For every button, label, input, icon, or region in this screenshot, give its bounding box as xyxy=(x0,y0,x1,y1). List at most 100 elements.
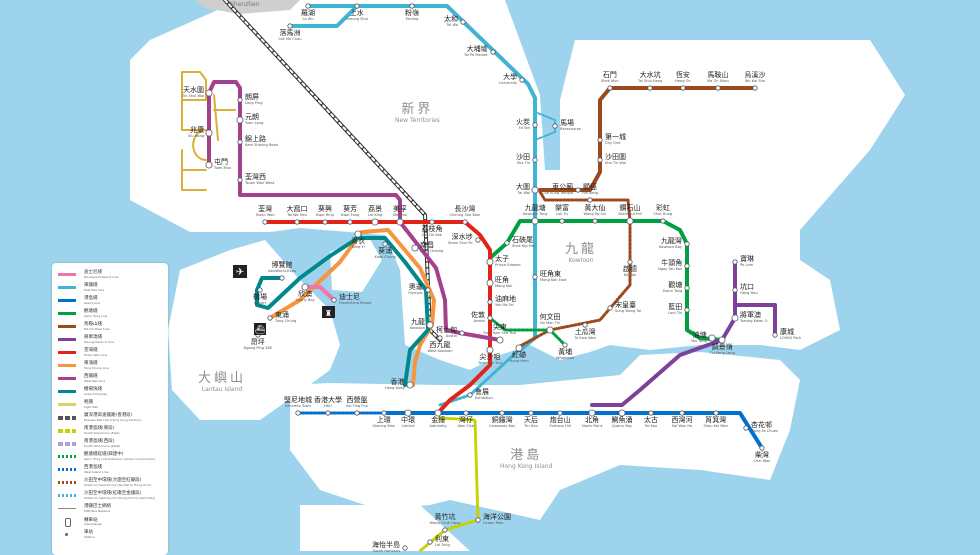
station-marker-fl[interactable] xyxy=(409,3,415,9)
station-marker-stw[interactable] xyxy=(597,157,603,163)
station-marker-mk[interactable] xyxy=(486,279,494,287)
station-marker-fh[interactable] xyxy=(557,410,563,416)
station-marker-ch[interactable] xyxy=(660,218,666,224)
station-marker-tsui[interactable] xyxy=(496,336,504,344)
station-marker-ty[interactable] xyxy=(354,230,362,238)
station-marker-ss[interactable] xyxy=(354,3,360,9)
station-marker-adm[interactable] xyxy=(434,409,442,417)
station-marker-tm[interactable] xyxy=(205,161,213,169)
station-marker-sb[interactable] xyxy=(301,283,309,291)
station-marker-ymt[interactable] xyxy=(487,299,493,305)
station-marker-shz[interactable] xyxy=(402,545,408,551)
station-marker-skm[interactable] xyxy=(504,240,510,246)
station-marker-cwb[interactable] xyxy=(499,410,505,416)
station-marker-tin[interactable] xyxy=(205,89,213,97)
station-marker-st[interactable] xyxy=(532,157,538,163)
station-marker-tsh[interactable] xyxy=(647,85,653,91)
station-marker-rc[interactable] xyxy=(552,123,558,129)
station-marker-tkl[interactable] xyxy=(718,336,726,344)
station-marker-lt[interactable] xyxy=(684,307,690,313)
station-marker-th[interactable] xyxy=(528,410,534,416)
station-marker-hha[interactable] xyxy=(732,287,738,293)
station-marker-twai[interactable] xyxy=(531,186,539,194)
station-marker-lei[interactable] xyxy=(427,539,433,545)
station-marker-tkw[interactable] xyxy=(582,322,588,328)
station-marker-kt[interactable] xyxy=(684,285,690,291)
station-marker-sw[interactable] xyxy=(381,410,387,416)
station-marker-jd[interactable] xyxy=(487,315,493,321)
station-marker-kh[interactable] xyxy=(322,219,328,225)
station-marker-ntk[interactable] xyxy=(684,263,690,269)
station-marker-tww[interactable] xyxy=(237,177,243,183)
station-marker-kf[interactable] xyxy=(347,219,353,225)
station-marker-lf[interactable] xyxy=(559,218,565,224)
station-marker-ft[interactable] xyxy=(532,122,538,128)
station-marker-tc[interactable] xyxy=(267,315,273,321)
station-marker-qb[interactable] xyxy=(618,409,626,417)
station-marker-yl[interactable] xyxy=(236,116,244,124)
station-marker-kc[interactable] xyxy=(627,259,633,265)
station-marker-tko[interactable] xyxy=(731,314,739,322)
station-marker-sm[interactable] xyxy=(607,85,613,91)
station-marker-lp[interactable] xyxy=(237,97,243,103)
station-marker-hkst[interactable] xyxy=(406,381,414,389)
station-marker-nc[interactable] xyxy=(411,244,419,252)
station-marker-ksr[interactable] xyxy=(237,139,243,145)
station-marker-kln[interactable] xyxy=(426,321,434,329)
station-marker-hfc[interactable] xyxy=(743,425,749,431)
station-marker-tst[interactable] xyxy=(486,346,494,354)
station-marker-apt[interactable] xyxy=(257,287,263,293)
station-marker-ktn[interactable] xyxy=(295,410,301,416)
station-marker-skw[interactable] xyxy=(607,305,613,311)
station-marker-hku[interactable] xyxy=(325,410,331,416)
station-marker-mos[interactable] xyxy=(715,85,721,91)
station-marker-tpm[interactable] xyxy=(490,49,496,55)
station-marker-pl[interactable] xyxy=(732,259,738,265)
station-marker-oly[interactable] xyxy=(425,287,431,293)
station-marker-swh[interactable] xyxy=(679,410,685,416)
station-marker-loh[interactable] xyxy=(772,332,778,338)
station-marker-ho[interactable] xyxy=(680,85,686,91)
station-marker-dis[interactable] xyxy=(331,297,337,303)
station-marker-wk[interactable] xyxy=(437,335,443,341)
station-marker-lowu[interactable] xyxy=(305,3,311,9)
station-marker-tsw[interactable] xyxy=(262,219,268,225)
station-marker-dh[interactable] xyxy=(626,217,634,225)
station-marker-wks[interactable] xyxy=(752,85,758,91)
station-marker-aus[interactable] xyxy=(459,330,465,336)
station-marker-twh[interactable] xyxy=(294,219,300,225)
station-marker-hh[interactable] xyxy=(515,344,523,352)
station-marker-csw[interactable] xyxy=(462,219,468,225)
station-marker-uni[interactable] xyxy=(519,77,525,83)
station-marker-wc[interactable] xyxy=(463,410,469,416)
station-marker-exh[interactable] xyxy=(467,392,473,398)
station-marker-hk[interactable] xyxy=(587,197,593,203)
station-marker-hmt[interactable] xyxy=(546,326,554,334)
station-marker-mf[interactable] xyxy=(396,218,404,226)
station-marker-tw[interactable] xyxy=(460,19,466,25)
station-marker-pe[interactable] xyxy=(486,258,494,266)
station-marker-op[interactable] xyxy=(475,517,481,523)
station-marker-wch[interactable] xyxy=(442,527,448,533)
station-marker-wts[interactable] xyxy=(592,218,598,224)
station-marker-sh[interactable] xyxy=(205,129,213,137)
station-marker-lk[interactable] xyxy=(371,218,379,226)
station-marker-awe[interactable] xyxy=(279,275,285,281)
station-marker-cw[interactable] xyxy=(759,445,765,451)
station-marker-tk[interactable] xyxy=(648,410,654,416)
station-marker-ckt[interactable] xyxy=(575,187,581,193)
station-marker-syp[interactable] xyxy=(354,410,360,416)
station-marker-yt[interactable] xyxy=(708,334,716,342)
station-marker-wp[interactable] xyxy=(562,342,568,348)
station-marker-mke[interactable] xyxy=(532,274,538,280)
station-marker-lmc[interactable] xyxy=(287,23,293,29)
station-marker-kwc[interactable] xyxy=(382,241,388,247)
station-marker-klt[interactable] xyxy=(531,217,539,225)
station-marker-kb[interactable] xyxy=(684,241,690,247)
station-marker-np[interactable] xyxy=(588,409,596,417)
station-marker-lck[interactable] xyxy=(429,219,435,225)
station-marker-skwan[interactable] xyxy=(713,410,719,416)
station-marker-cen[interactable] xyxy=(404,409,412,417)
station-marker-c1[interactable] xyxy=(597,137,603,143)
station-marker-ssp[interactable] xyxy=(475,237,481,243)
